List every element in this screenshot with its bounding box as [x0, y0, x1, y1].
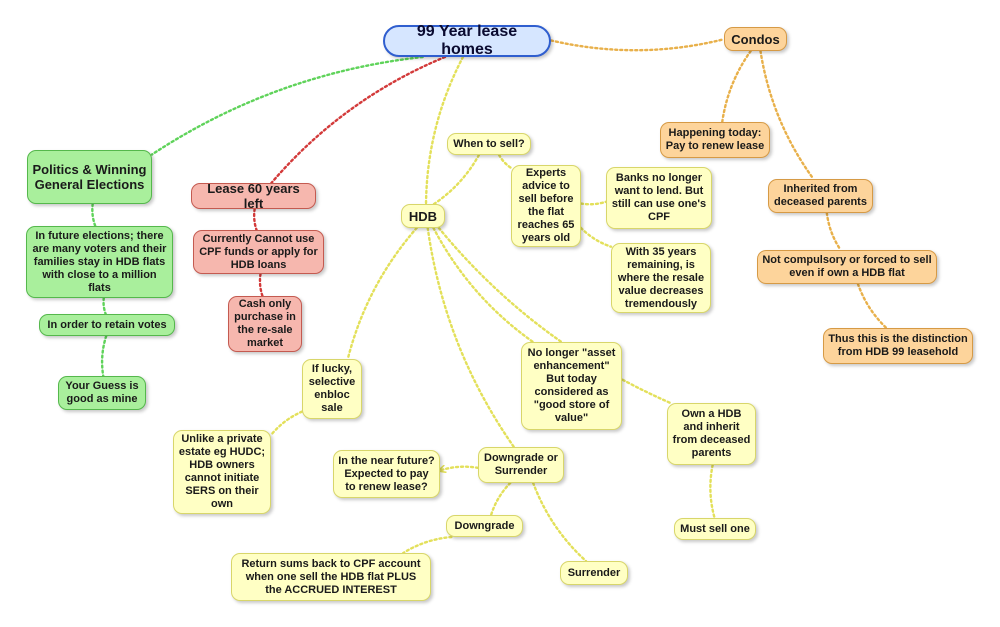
- connector-ownhdb-mustsell: [709, 463, 716, 520]
- connector-hdb-downsurr: [426, 226, 516, 449]
- node-happening-today[interactable]: Happening today: Pay to renew lease: [660, 122, 770, 158]
- connector-downsurr-surrender: [531, 481, 588, 563]
- node-future-elections[interactable]: In future elections; there are many vote…: [26, 226, 173, 298]
- node-your-guess[interactable]: Your Guess is good as mine: [58, 376, 146, 410]
- connector-whensell-experts: [497, 153, 513, 170]
- connector-condos-happening: [721, 49, 752, 124]
- node-politics-elections[interactable]: Politics & Winning General Elections: [27, 150, 152, 204]
- node-return-sums-to-cpf[interactable]: Return sums back to CPF account when one…: [231, 553, 431, 601]
- node-unlike-private-estate[interactable]: Unlike a private estate eg HUDC; HDB own…: [173, 430, 271, 514]
- connector-condos-inherited: [759, 49, 815, 181]
- node-if-lucky-enbloc[interactable]: If lucky, selective enbloc sale: [302, 359, 362, 419]
- connector-retain-guess: [100, 334, 108, 378]
- connector-future-retain: [102, 296, 107, 316]
- node-inherited-from-parents[interactable]: Inherited from deceased parents: [768, 179, 873, 213]
- connector-root-condos: [549, 38, 726, 52]
- connector-downsurr-downgrade: [489, 481, 512, 517]
- connector-cannotcpf-cashonly: [258, 272, 264, 298]
- node-must-sell-one[interactable]: Must sell one: [674, 518, 756, 540]
- node-condos[interactable]: Condos: [724, 27, 787, 51]
- node-retain-votes[interactable]: In order to retain votes: [39, 314, 175, 336]
- node-cannot-use-cpf[interactable]: Currently Cannot use CPF funds or apply …: [193, 230, 324, 274]
- node-downgrade-or-surrender[interactable]: Downgrade or Surrender: [478, 447, 564, 483]
- connector-experts-banks: [579, 200, 608, 206]
- node-lease-60-years-left[interactable]: Lease 60 years left: [191, 181, 316, 211]
- root-node-99-year-lease-homes[interactable]: 99 Year lease homes: [383, 23, 551, 58]
- node-downgrade[interactable]: Downgrade: [446, 515, 523, 537]
- connector-hdb-ownhdb: [437, 226, 672, 405]
- node-surrender[interactable]: Surrender: [560, 561, 628, 585]
- connector-root-lease60: [270, 55, 447, 185]
- connector-notcompulsory-distinction: [856, 282, 888, 330]
- connector-lucky-unlike: [269, 410, 304, 437]
- node-near-future-renew-lease[interactable]: In the near future? Expected to pay to r…: [333, 450, 440, 498]
- node-when-to-sell[interactable]: When to sell?: [447, 133, 531, 155]
- node-banks-no-longer-lend[interactable]: Banks no longer want to lend. But still …: [606, 167, 712, 229]
- connector-downsurr-nearfuture: [440, 467, 480, 471]
- node-own-hdb-and-inherit[interactable]: Own a HDB and inherit from deceased pare…: [667, 403, 756, 465]
- connector-hdb-whensell: [432, 153, 481, 206]
- connector-hdb-lucky: [346, 226, 418, 361]
- node-hdb[interactable]: HDB: [401, 204, 445, 228]
- node-with-35-years-remaining[interactable]: With 35 years remaining, is where the re…: [611, 243, 711, 313]
- node-not-compulsory-to-sell[interactable]: Not compulsory or forced to sell even if…: [757, 250, 937, 284]
- connector-experts-with35: [579, 226, 613, 248]
- connector-politics-future: [91, 202, 97, 228]
- connector-downgrade-returnsums: [402, 535, 453, 555]
- connector-root-hdb: [424, 55, 465, 206]
- connector-inherited-notcompulsory: [825, 211, 842, 252]
- node-distinction-from-hdb[interactable]: Thus this is the distinction from HDB 99…: [823, 328, 973, 364]
- node-experts-advice[interactable]: Experts advice to sell before the flat r…: [511, 165, 581, 247]
- connector-hdb-noasset: [432, 226, 535, 344]
- node-no-longer-asset-enhancement[interactable]: No longer "asset enhancement" But today …: [521, 342, 622, 430]
- node-cash-only-purchase[interactable]: Cash only purchase in the re-sale market: [228, 296, 302, 352]
- connector-root-politics: [150, 55, 424, 156]
- connector-lease60-cannotcpf: [252, 207, 258, 232]
